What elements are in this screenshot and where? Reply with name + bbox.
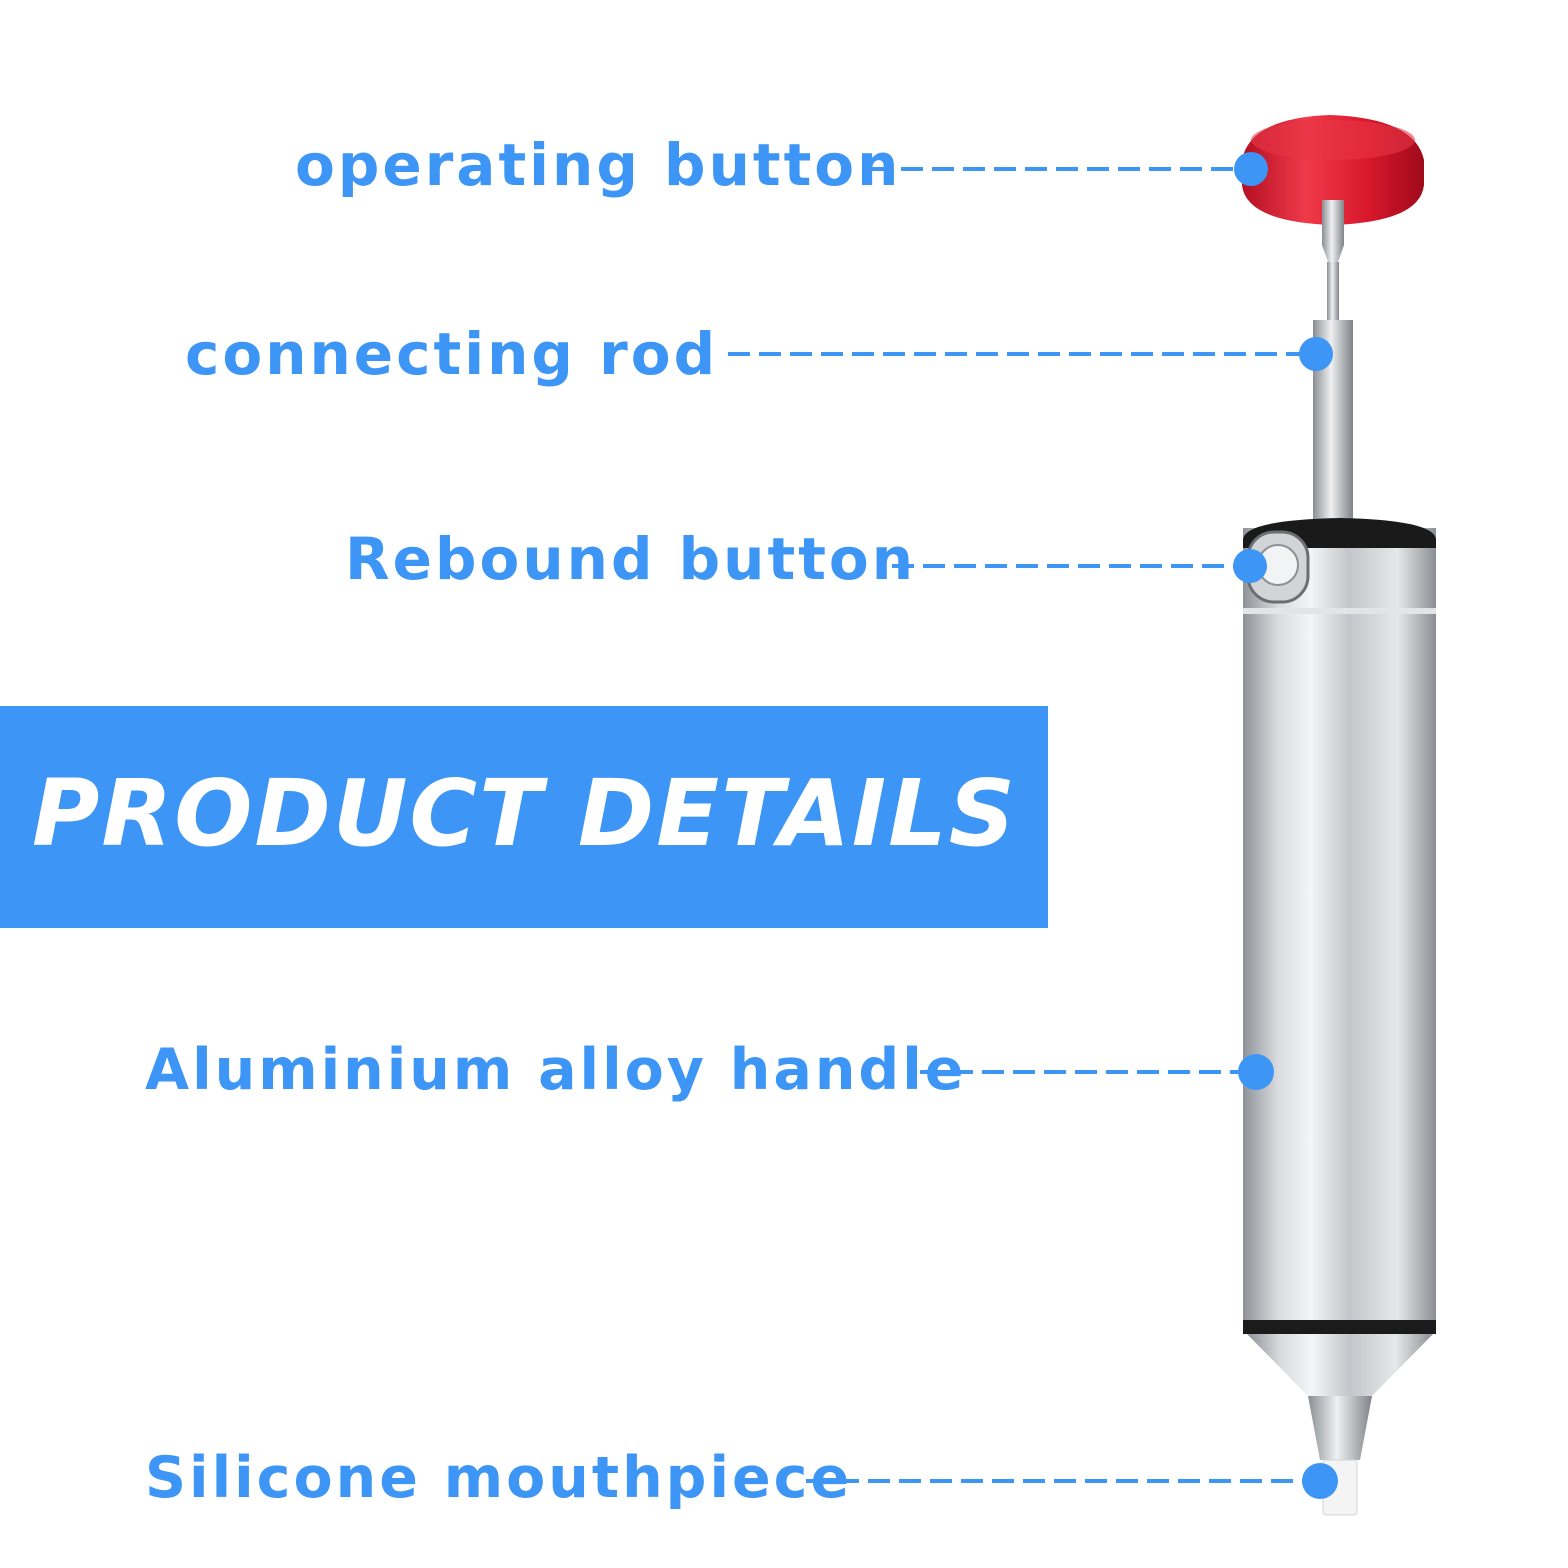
- callout-dot-handle: [1238, 1054, 1274, 1090]
- label-connecting-rod: connecting rod: [185, 320, 719, 388]
- callout-dot-rebound: [1233, 549, 1267, 583]
- product-details-banner: PRODUCT DETAILS: [0, 706, 1048, 928]
- callout-lines: [728, 167, 1320, 1483]
- aluminium-handle-part: [1243, 518, 1436, 1516]
- label-operating-button: operating button: [295, 131, 902, 199]
- callout-dot-operating: [1234, 152, 1268, 186]
- label-silicone-mouthpiece: Silicone mouthpiece: [145, 1445, 853, 1511]
- operating-button-part: [1242, 115, 1424, 225]
- callout-dot-rod: [1299, 337, 1333, 371]
- banner-title: PRODUCT DETAILS: [32, 760, 1017, 867]
- label-aluminium-handle: Aluminium alloy handle: [145, 1037, 967, 1103]
- callout-dot-silicone: [1302, 1463, 1338, 1499]
- callout-dots: [1233, 152, 1338, 1499]
- label-rebound-button: Rebound button: [345, 525, 917, 593]
